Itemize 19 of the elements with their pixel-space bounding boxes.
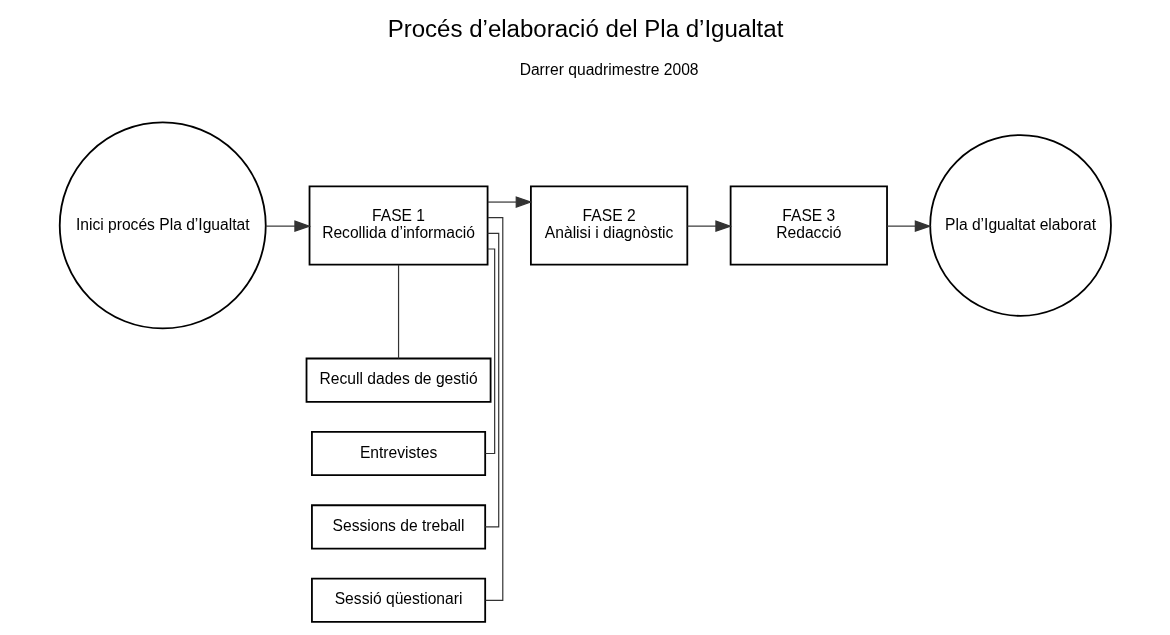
node-box: FASE 2 Anàlisi i diagnòstic bbox=[529, 185, 688, 266]
arrow bbox=[686, 220, 732, 233]
node-box: Sessió qüestionari bbox=[310, 577, 486, 623]
connector bbox=[484, 232, 499, 528]
connector bbox=[484, 248, 495, 455]
arrow bbox=[486, 196, 532, 208]
node-box: Recull dades de gestió bbox=[305, 357, 491, 403]
node-box: FASE 3 Redacció bbox=[729, 185, 888, 266]
arrow bbox=[264, 220, 311, 233]
node-box: FASE 1 Recollida d’informació bbox=[308, 185, 488, 266]
node-circle: Inici procés Pla d’Igualtat bbox=[58, 121, 267, 330]
node-box: Sessions de treball bbox=[310, 504, 486, 550]
diagram-title: Procés d’elaboració del Pla d’Igualtat bbox=[387, 15, 783, 43]
connector bbox=[484, 217, 503, 601]
label: Darrer quadrimestre 2008 bbox=[519, 60, 699, 78]
arrow bbox=[886, 220, 932, 233]
connector bbox=[397, 264, 399, 360]
node-circle: Pla d’Igualtat elaborat bbox=[928, 134, 1112, 317]
node-box: Entrevistes bbox=[310, 430, 486, 477]
